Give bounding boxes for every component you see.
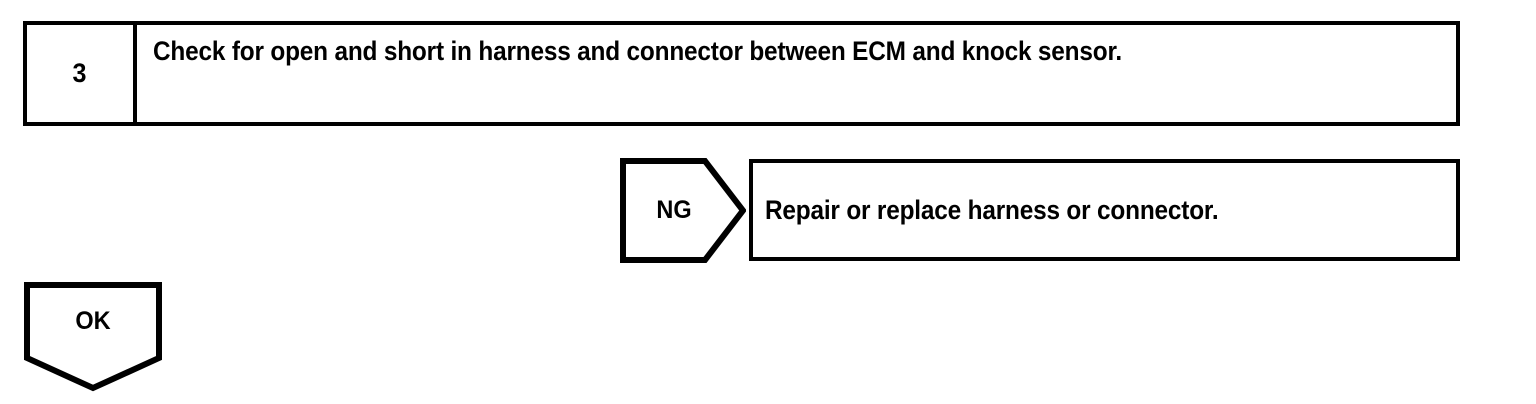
step-instruction-cell: Check for open and short in harness and …	[137, 25, 1456, 122]
ng-branch-label: NG	[656, 196, 692, 224]
step-number: 3	[73, 58, 87, 88]
step-instruction-text: Check for open and short in harness and …	[153, 36, 1123, 66]
ok-branch-arrow: OK	[24, 282, 162, 392]
step-box: 3 Check for open and short in harness an…	[23, 21, 1460, 126]
ng-branch-arrow: NG	[620, 158, 746, 263]
ng-result-text: Repair or replace harness or connector.	[764, 195, 1219, 225]
ng-result-box: Repair or replace harness or connector.	[749, 159, 1460, 261]
step-number-cell: 3	[27, 25, 137, 122]
ok-branch-label: OK	[75, 306, 111, 335]
ng-arrow-shape	[620, 158, 746, 263]
ok-arrow-shape	[24, 282, 162, 392]
